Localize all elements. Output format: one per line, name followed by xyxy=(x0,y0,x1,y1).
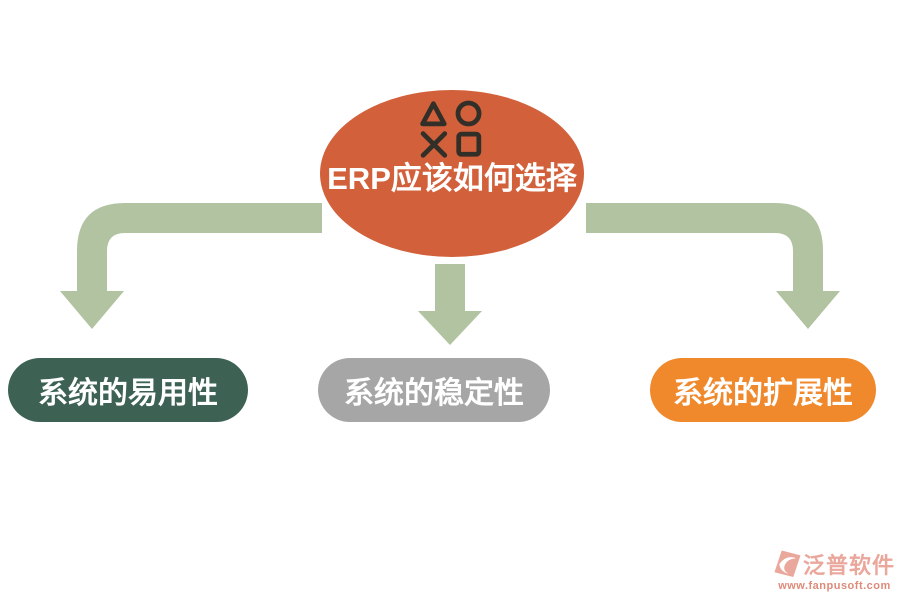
node-extensibility-label: 系统的扩展性 xyxy=(673,377,853,410)
x-icon xyxy=(420,131,448,158)
brand-row: 泛普软件 xyxy=(774,548,895,580)
game-shapes-icon xyxy=(420,100,482,158)
node-extensibility: 系统的扩展性 xyxy=(650,358,876,422)
arrow-left-elbow-icon xyxy=(60,203,322,329)
node-usability: 系统的易用性 xyxy=(8,358,248,422)
fanpu-logo-icon xyxy=(774,550,801,578)
node-stability-label: 系统的稳定性 xyxy=(344,377,524,410)
triangle-icon xyxy=(420,101,447,127)
node-stability: 系统的稳定性 xyxy=(318,358,550,422)
arrow-down-icon xyxy=(418,264,482,345)
node-usability-label: 系统的易用性 xyxy=(38,377,218,410)
square-icon xyxy=(456,131,482,157)
brand-name: 泛普软件 xyxy=(802,553,895,578)
brand-url: www.fanpusoft.com xyxy=(778,580,891,592)
brand-watermark: 泛普软件 www.fanpusoft.com xyxy=(774,548,895,592)
circle-icon xyxy=(455,100,482,127)
root-node-label: ERP应该如何选择 xyxy=(327,161,577,196)
arrow-right-elbow-icon xyxy=(586,203,840,329)
root-node-ellipse: ERP应该如何选择 xyxy=(320,90,584,257)
